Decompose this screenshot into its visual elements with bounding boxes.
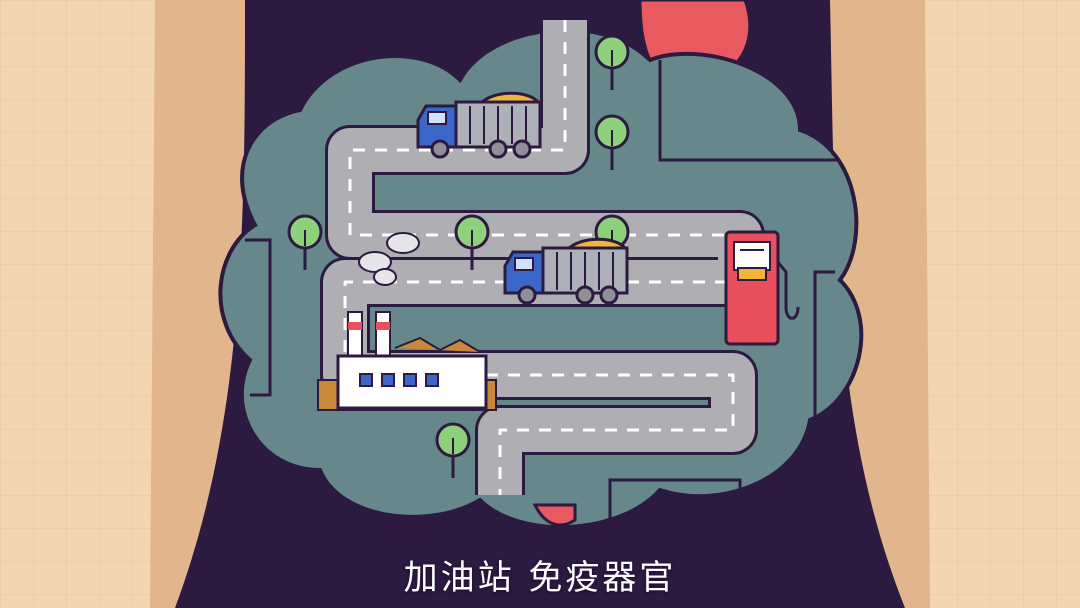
- smoke-icon: [358, 232, 420, 286]
- intestine-fold: [658, 60, 840, 162]
- intestine-fold: [608, 478, 742, 530]
- tree-icon: [594, 34, 630, 90]
- truck-icon: [416, 91, 542, 159]
- tree-icon: [287, 214, 323, 270]
- intestine-fold: [245, 238, 272, 397]
- tree-icon: [594, 114, 630, 170]
- tree-icon: [454, 214, 490, 270]
- subtitle-caption: 加油站 免疫器官: [403, 558, 677, 598]
- gas-pump-icon: [724, 230, 800, 346]
- lower-organ: [532, 503, 577, 527]
- factory-icon: [317, 311, 497, 411]
- tree-icon: [435, 422, 471, 478]
- intestine-fold: [813, 270, 835, 420]
- truck-icon: [503, 237, 629, 305]
